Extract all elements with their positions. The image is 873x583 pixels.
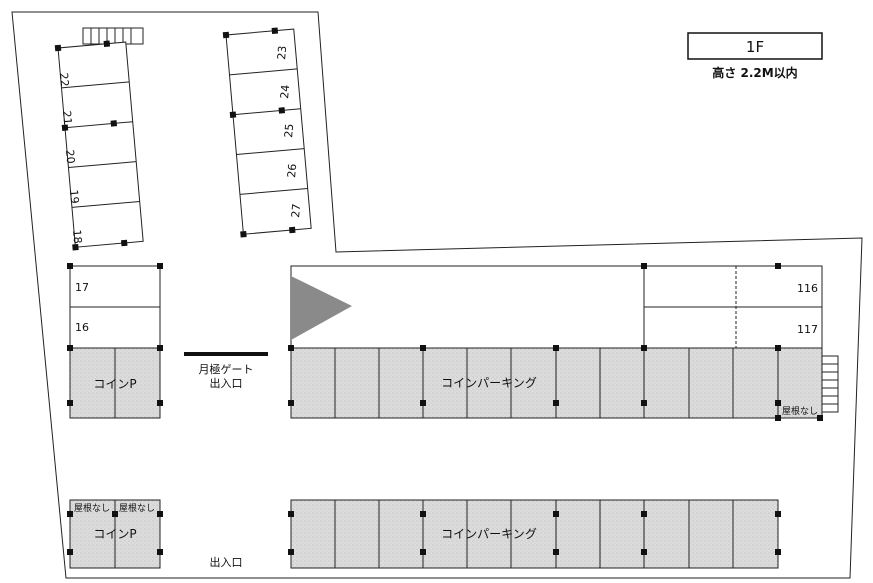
stairs-top-icon — [82, 27, 144, 45]
coin-parking-left-upper — [69, 347, 161, 419]
coin-parking-label-lower: コインパーキング — [441, 527, 537, 541]
floor-label: 1F — [746, 38, 764, 56]
pillars-lower-left — [67, 511, 163, 555]
site-outline — [11, 11, 863, 579]
direction-arrow-icon — [291, 276, 352, 340]
parking-stack-16-17 — [69, 265, 161, 349]
monthly-gate-bar — [184, 352, 268, 356]
parking-stack-23-27 — [222, 27, 312, 238]
bottom-entrance-label: 出入口 — [210, 555, 243, 569]
space-22: 22 — [57, 72, 71, 87]
space-23: 23 — [275, 45, 289, 60]
monthly-gate-label: 月極ゲート — [199, 362, 254, 376]
space-19: 19 — [67, 189, 81, 204]
coin-p-label-upper: コインP — [93, 377, 136, 391]
coin-p-label-lower: コインP — [93, 527, 136, 541]
parking-stack-18-22 — [54, 40, 144, 251]
monthly-gate-entrance: 出入口 — [210, 376, 243, 390]
space-17: 17 — [75, 281, 89, 294]
no-roof-label-left-a: 屋根なし — [74, 502, 110, 514]
space-116: 116 — [797, 282, 818, 295]
no-roof-label-left-b: 屋根なし — [119, 502, 155, 514]
coin-parking-main-lower — [290, 499, 779, 569]
floor-label-box — [687, 32, 823, 60]
no-roof-space — [777, 347, 823, 419]
space-16: 16 — [75, 321, 89, 334]
pillars-left — [67, 263, 163, 406]
pillars-upper-block — [288, 263, 823, 421]
space-20: 20 — [63, 149, 77, 164]
height-limit: 高さ 2.2M以内 — [712, 65, 797, 80]
space-25: 25 — [282, 123, 296, 138]
no-roof-label: 屋根なし — [782, 405, 818, 417]
space-117: 117 — [797, 323, 818, 336]
space-24: 24 — [278, 84, 292, 99]
coin-parking-main-upper — [290, 347, 779, 419]
space-21: 21 — [60, 110, 74, 125]
pillars-lower-block — [288, 511, 781, 555]
stairs-right-icon — [821, 355, 839, 413]
coin-parking-label-upper: コインパーキング — [441, 376, 537, 390]
space-26: 26 — [285, 163, 299, 178]
space-18: 18 — [70, 229, 84, 244]
space-27: 27 — [289, 203, 303, 218]
